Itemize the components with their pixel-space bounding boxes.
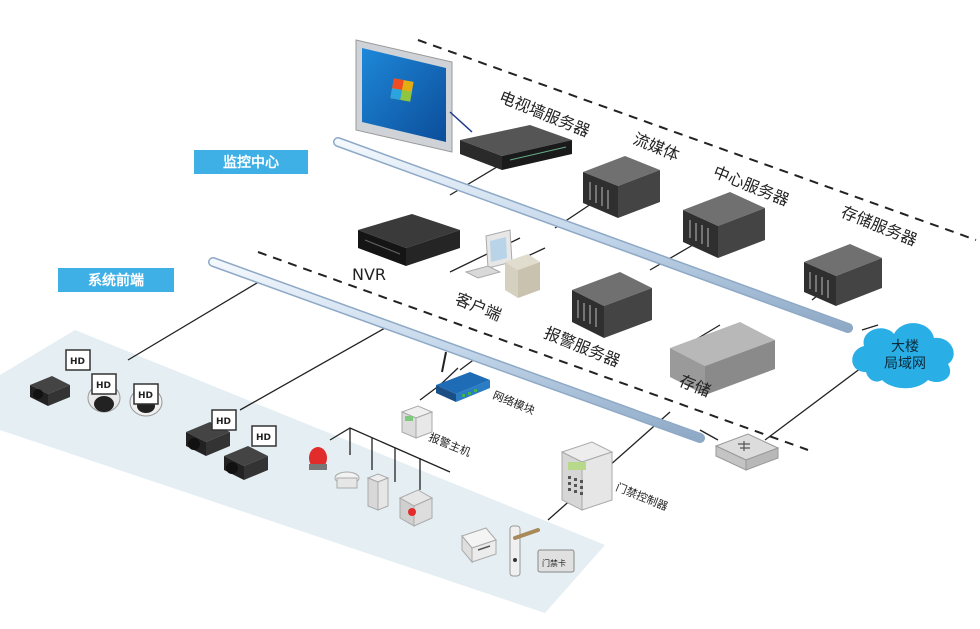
access-card-label: 门禁卡: [542, 558, 566, 568]
nvr-icon: [358, 214, 460, 266]
door-sensor-icon: [366, 473, 390, 511]
storage-server-label: 存储服务器: [839, 202, 920, 250]
hd-badge-4: HD: [211, 409, 237, 431]
svg-text:HD: HD: [256, 433, 271, 443]
hd-badge-1: HD: [65, 349, 91, 371]
access-controller-icon: [560, 441, 614, 511]
alarm-host-icon: [400, 405, 434, 439]
client-pc-icon: [464, 229, 540, 298]
video-wall-monitor: [355, 39, 473, 153]
central-server-icon: [683, 192, 765, 258]
lan-cloud-icon: [852, 323, 954, 389]
storage-server-icon: [804, 244, 882, 306]
exit-button-icon: [461, 527, 497, 564]
top-dashed-boundary: [417, 39, 977, 241]
lan-cloud-label: 大楼 局域网: [872, 339, 938, 373]
camera-4-icon: [186, 422, 230, 456]
nvr-label: NVR: [352, 265, 386, 284]
svg-text:HD: HD: [70, 357, 85, 367]
hd-badge-5: HD: [251, 425, 277, 447]
svg-text:HD: HD: [216, 417, 231, 427]
lan-cloud-line1: 大楼: [891, 339, 919, 355]
alarm-host-label: 报警主机: [427, 430, 473, 459]
hd-badge-2: HD: [91, 373, 117, 395]
front-end-tag: 系统前端: [58, 268, 174, 292]
door-lock-icon: [509, 525, 540, 577]
network-switch-icon: [714, 433, 780, 471]
camera-5-icon: [224, 446, 268, 480]
video-wall-server-icon: [460, 125, 572, 170]
hd-badge-3: HD: [133, 383, 159, 405]
storage-array-icon: [670, 322, 775, 395]
lan-cloud-line2: 局域网: [884, 356, 926, 372]
network-module-icon: [436, 351, 490, 402]
alarm-server-icon: [572, 272, 652, 338]
streaming-media-label: 流媒体: [631, 129, 683, 165]
svg-text:HD: HD: [138, 391, 153, 401]
camera-1-icon: [30, 376, 70, 406]
middle-dashed-boundary: [257, 251, 809, 451]
smoke-detector-icon: [334, 471, 360, 489]
streaming-media-server-icon: [583, 156, 660, 218]
access-card-icon: [537, 549, 575, 573]
client-label: 客户端: [453, 289, 505, 325]
alarm-siren-icon: [309, 447, 327, 470]
access-controller-label: 门禁控制器: [614, 480, 670, 514]
network-module-label: 网络模块: [491, 388, 537, 417]
svg-text:HD: HD: [96, 381, 111, 391]
monitor-center-tag: 监控中心: [194, 150, 308, 174]
emergency-button-icon: [398, 489, 434, 527]
